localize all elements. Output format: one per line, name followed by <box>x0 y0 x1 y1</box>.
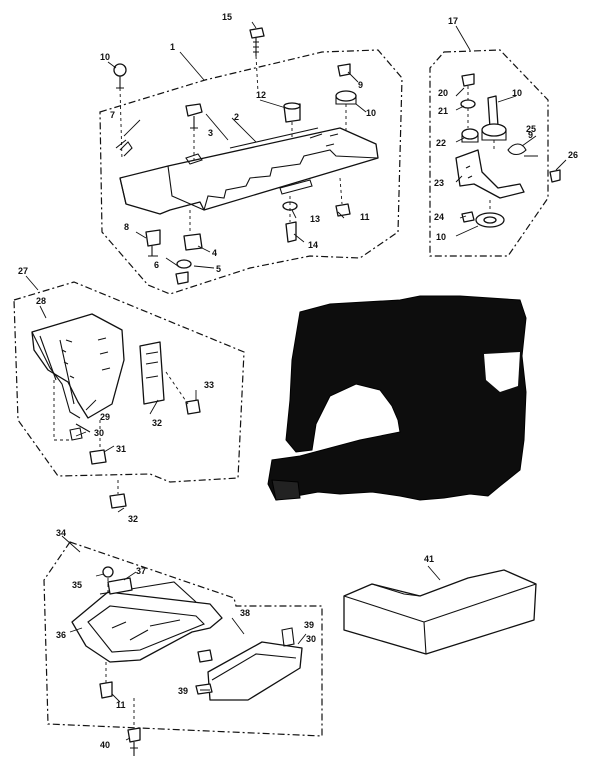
callout-9b: 9 <box>528 130 533 140</box>
callout-10a: 10 <box>366 108 376 118</box>
callout-10b: 10 <box>512 88 522 98</box>
callout-33: 33 <box>204 380 214 390</box>
callout-30a: 30 <box>94 428 104 438</box>
machine-body-silhouette <box>267 295 527 501</box>
callout-12: 12 <box>256 90 266 100</box>
callout-14: 14 <box>308 240 318 250</box>
callout-23: 23 <box>434 178 444 188</box>
callout-29: 29 <box>100 412 110 422</box>
callout-10c: 10 <box>436 232 446 242</box>
callout-6: 6 <box>154 260 159 270</box>
callout-17: 17 <box>448 16 458 26</box>
callout-32b: 32 <box>128 514 138 524</box>
callout-labels: 1 2 3 4 5 6 7 8 9 9 10 10 10 10 11 11 12… <box>18 12 578 750</box>
callout-13: 13 <box>310 214 320 224</box>
callout-4: 4 <box>212 248 217 258</box>
callout-11a: 11 <box>360 212 370 222</box>
callout-2: 2 <box>234 112 239 122</box>
callout-31: 31 <box>116 444 126 454</box>
callout-22: 22 <box>436 138 446 148</box>
callout-8: 8 <box>124 222 129 232</box>
callout-9a: 9 <box>358 80 363 90</box>
callout-39b: 39 <box>304 620 314 630</box>
callout-3: 3 <box>208 128 213 138</box>
callout-11b: 11 <box>116 700 126 710</box>
callout-7: 7 <box>110 110 115 120</box>
callout-15: 15 <box>222 12 232 22</box>
callout-38: 38 <box>240 608 250 618</box>
callout-10d: 10 <box>100 52 110 62</box>
callout-27: 27 <box>18 266 28 276</box>
callout-39a: 39 <box>178 686 188 696</box>
callout-20: 20 <box>438 88 448 98</box>
bobbin-winder-group <box>429 49 561 257</box>
callout-40: 40 <box>100 740 110 750</box>
callout-28: 28 <box>36 296 46 306</box>
callout-26: 26 <box>568 150 578 160</box>
callout-21: 21 <box>438 106 448 116</box>
callout-24: 24 <box>434 212 444 222</box>
callout-1: 1 <box>170 42 175 52</box>
bed-plate-group <box>43 541 323 756</box>
top-cover-group <box>99 27 403 295</box>
callout-32a: 32 <box>152 418 162 428</box>
callout-37: 37 <box>136 566 146 576</box>
callout-36: 36 <box>56 630 66 640</box>
callout-41: 41 <box>424 554 434 564</box>
case-cover-41 <box>343 569 537 655</box>
callout-25: 25 <box>526 124 536 134</box>
callout-34: 34 <box>56 528 66 538</box>
callout-35: 35 <box>72 580 82 590</box>
callout-5: 5 <box>216 264 221 274</box>
callout-30b: 30 <box>306 634 316 644</box>
face-plate-group <box>13 281 245 509</box>
